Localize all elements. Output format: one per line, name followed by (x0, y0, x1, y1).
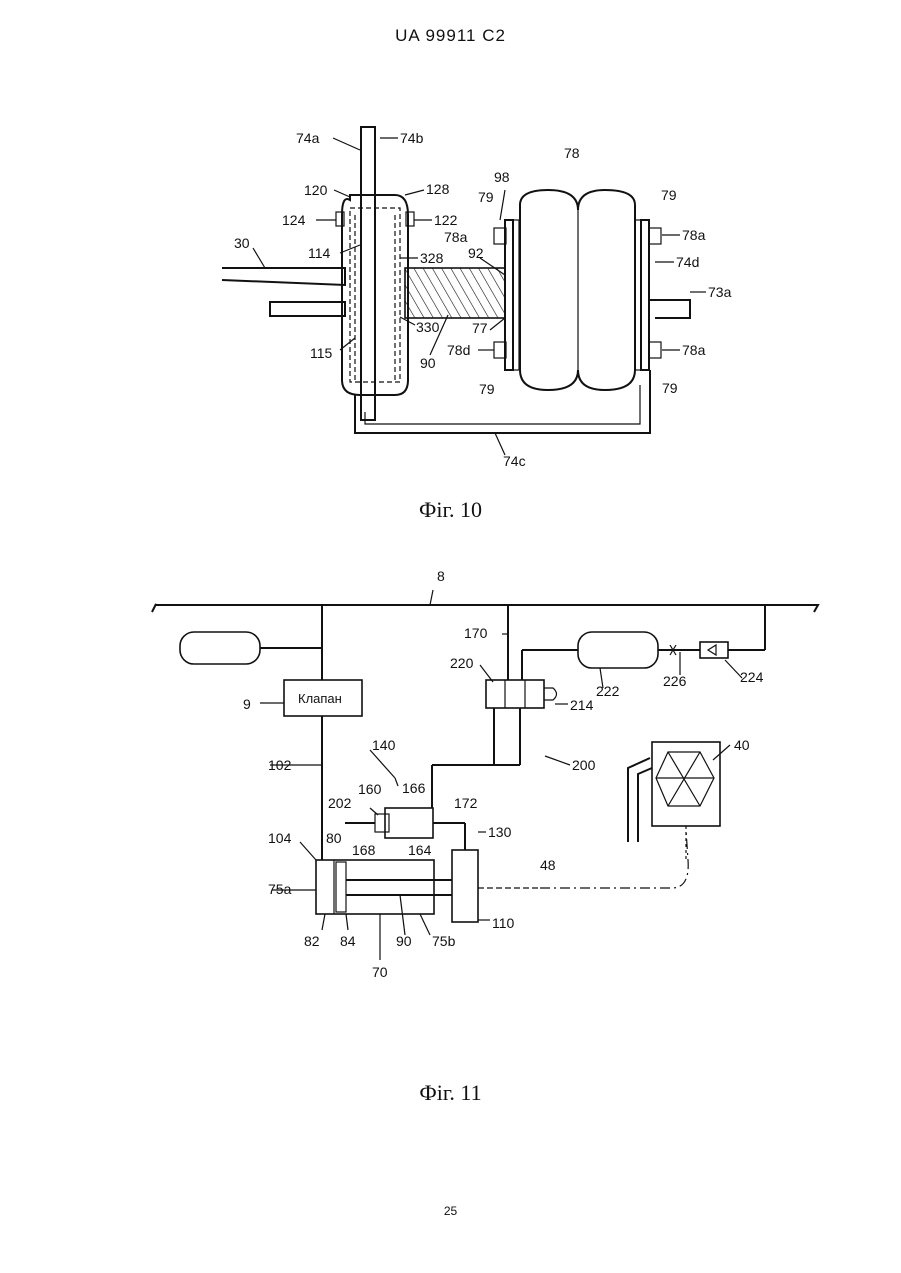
label-220: 220 (450, 655, 474, 671)
reservoir-222 (578, 632, 658, 668)
label-170: 170 (464, 625, 488, 641)
label-168: 168 (352, 842, 376, 858)
label-70: 70 (372, 964, 388, 980)
reservoir-left (180, 632, 260, 664)
valve-220 (486, 680, 544, 708)
label-172: 172 (454, 795, 478, 811)
label-104: 104 (268, 830, 292, 846)
label-214: 214 (570, 697, 594, 713)
label-166: 166 (402, 780, 426, 796)
label-75a: 75a (268, 881, 292, 897)
label-8: 8 (437, 568, 445, 584)
label-90: 90 (396, 933, 412, 949)
label-40: 40 (734, 737, 750, 753)
label-222: 222 (596, 683, 620, 699)
label-226: 226 (663, 673, 687, 689)
block-110 (452, 850, 478, 922)
label-110: 110 (492, 915, 515, 931)
label-9: 9 (243, 696, 251, 712)
label-140: 140 (372, 737, 396, 753)
page-number: 25 (0, 1204, 901, 1218)
label-75b: 75b (432, 933, 456, 949)
cylinder-140 (385, 808, 433, 838)
valve-label: Клапан (298, 691, 342, 706)
label-80: 80 (326, 830, 342, 846)
unit-40 (652, 742, 720, 826)
figure-11-caption: Фіг. 11 (0, 1080, 901, 1106)
label-202: 202 (328, 795, 352, 811)
figure-11-drawing: 8 170 9 Клапан 220 222 226 224 214 140 1… (0, 0, 901, 1060)
label-164: 164 (408, 842, 432, 858)
label-82: 82 (304, 933, 320, 949)
check-valve-224 (700, 642, 728, 658)
label-84: 84 (340, 933, 356, 949)
label-102: 102 (268, 757, 292, 773)
label-160: 160 (358, 781, 382, 797)
label-48: 48 (540, 857, 556, 873)
label-200: 200 (572, 757, 596, 773)
label-130: 130 (488, 824, 512, 840)
label-224: 224 (740, 669, 764, 685)
